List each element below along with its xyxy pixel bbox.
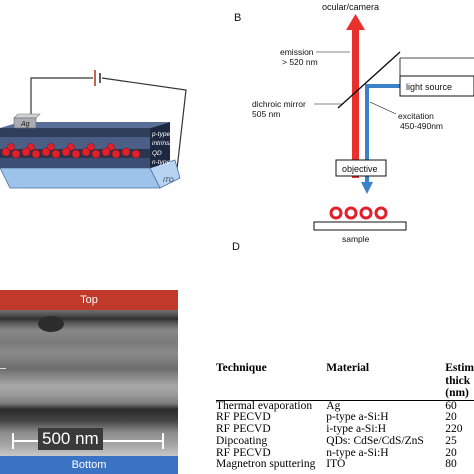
layer-label: ITO <box>163 177 174 184</box>
layer-label: n-type <box>152 159 170 166</box>
excitation-arrow-head <box>361 182 373 194</box>
panel-letter-b: B <box>234 12 242 24</box>
scale-bar-cap-left <box>12 433 14 449</box>
technique-cell: RF PECVD <box>216 446 271 459</box>
thickness-cell: 20 <box>445 411 457 424</box>
table-row: Dipcoating QDs: CdSe/CdS/ZnS 25 <box>216 434 474 448</box>
layer-label: intrinsic <box>152 140 175 147</box>
material-cell: ITO <box>326 458 346 471</box>
stack-top-face <box>0 122 170 128</box>
emission-beam <box>352 28 359 178</box>
quantum-dots <box>1 143 141 159</box>
electrode-label: Ag <box>20 121 30 128</box>
top-band: Top <box>0 290 178 310</box>
technique-cell: RF PECVD <box>216 423 271 436</box>
ito-layer <box>0 167 161 189</box>
layer-label: p-type <box>151 131 170 138</box>
material-cell: p-type a-Si:H <box>326 411 389 424</box>
material-cell: n-type a-Si:H <box>326 446 389 459</box>
objective-label: objective <box>342 164 378 174</box>
sem-cross-section: Top 500 nm Bottom <box>0 290 178 474</box>
table-row: RF PECVD p-type a-Si:H 20 <box>216 411 474 424</box>
microscope-diagram: ocular/camera light source emission > 52… <box>252 2 474 244</box>
objective-box <box>335 159 387 177</box>
light-source-box <box>399 75 474 97</box>
stack-layer-p <box>0 128 150 137</box>
scale-bar-cap-right <box>162 433 164 449</box>
table-row: Thermal evaporation Ag 60 <box>216 400 474 412</box>
sample-quantum-dots <box>329 206 388 220</box>
excitation-label: excitation <box>398 111 434 121</box>
ocular-camera-label: ocular/camera <box>322 2 379 12</box>
sample-slide <box>313 221 407 231</box>
device-schematic: p-type intrinsic QD n-type ITO Ag <box>0 70 187 189</box>
header-technique: Technique <box>216 362 267 374</box>
header-material: Material <box>326 362 370 374</box>
process-table: Technique Material Estim thick (nm) Ther… <box>216 362 474 471</box>
layer-label: QD <box>152 150 162 157</box>
dichroic-wavelength: 505 nm <box>252 109 280 119</box>
emission-wavelength: > 520 nm <box>282 57 318 67</box>
table-row: RF PECVD n-type a-Si:H 20 <box>216 446 474 460</box>
circuit-wire <box>30 77 93 116</box>
stack-layer-i <box>0 137 150 149</box>
stack-layer-n <box>0 158 150 168</box>
thickness-cell: 25 <box>445 434 457 447</box>
technique-cell: Thermal evaporation <box>216 399 313 412</box>
thickness-cell: 80 <box>445 458 457 471</box>
ag-electrode <box>13 117 37 129</box>
light-source-label: light source <box>406 82 452 92</box>
technique-cell: Magnetron sputtering <box>216 458 316 471</box>
sem-bump <box>38 316 64 332</box>
table-row: RF PECVD i-type a-Si:H 220 <box>216 423 474 436</box>
thickness-cell: 20 <box>445 446 457 459</box>
sample-label: sample <box>342 234 370 244</box>
dichroic-label: dichroic mirror <box>252 99 306 109</box>
material-cell: i-type a-Si:H <box>326 423 387 436</box>
panel-letter-d: D <box>232 241 240 253</box>
header-thickness: thick <box>445 374 471 387</box>
header-estimated: Estim <box>445 362 474 374</box>
excitation-beam <box>365 84 400 184</box>
thickness-cell: 60 <box>445 399 457 412</box>
material-cell: Ag <box>326 399 341 412</box>
technique-cell: Dipcoating <box>216 434 268 447</box>
technique-cell: RF PECVD <box>216 411 271 424</box>
layer-tick <box>0 368 6 369</box>
dichroic-mirror <box>337 51 401 109</box>
emission-arrow-head <box>346 14 365 30</box>
emission-label: emission <box>280 47 314 57</box>
header-unit: (nm) <box>445 387 474 401</box>
excitation-wavelength: 450-490nm <box>400 121 443 131</box>
thickness-cell: 220 <box>445 423 463 436</box>
bottom-band: Bottom <box>0 456 178 474</box>
table-header-row: Technique Material Estim <box>216 362 474 375</box>
table-row: Magnetron sputtering ITO 80 <box>216 459 474 471</box>
scale-bar-label: 500 nm <box>38 428 103 450</box>
material-cell: QDs: CdSe/CdS/ZnS <box>326 434 424 447</box>
